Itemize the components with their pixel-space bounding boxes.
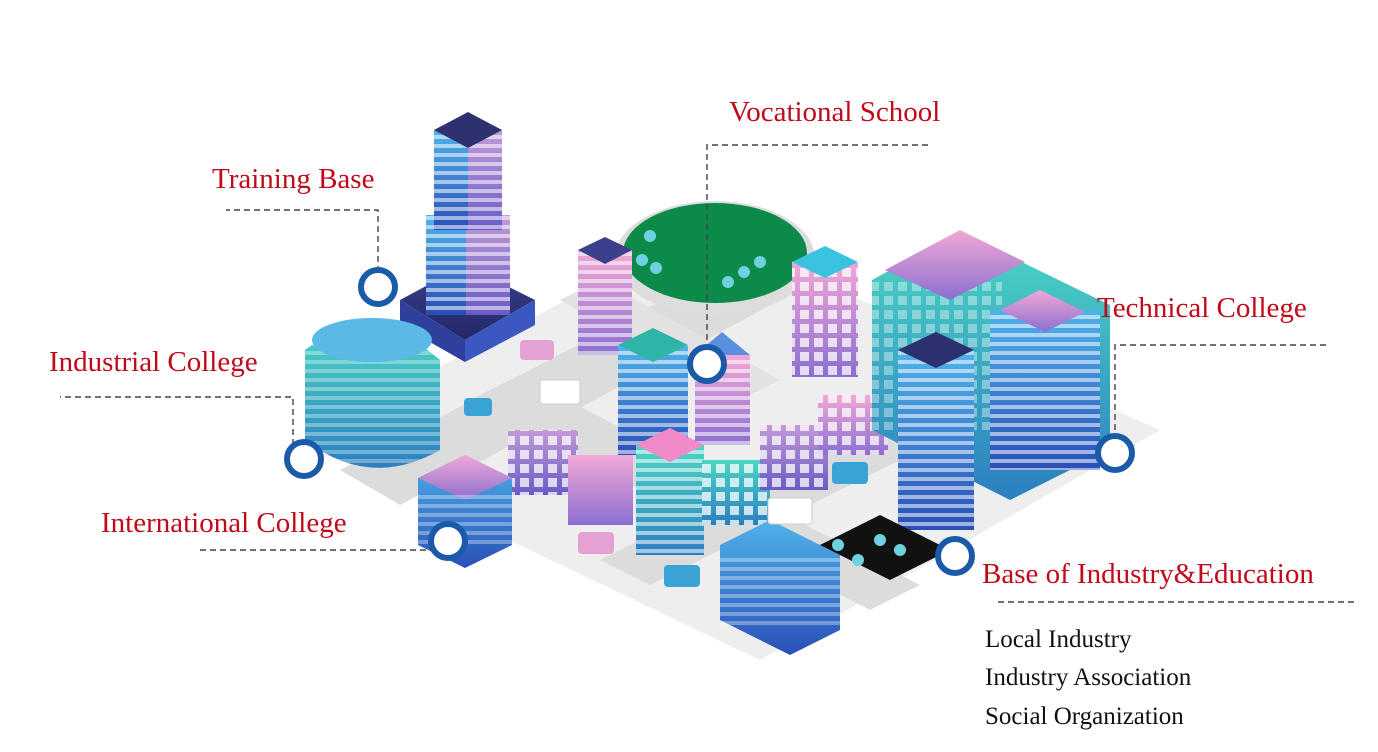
- label-vocational-school: Vocational School: [729, 96, 941, 128]
- vehicles: [464, 340, 868, 587]
- industrial-college-building: [305, 318, 440, 468]
- base-member-item: Social Organization: [985, 703, 1184, 730]
- marker-rings: [284, 267, 1135, 576]
- leader-line-industrial: [60, 396, 294, 445]
- industry-education-base: [720, 515, 950, 655]
- leader-lines: [60, 144, 1355, 603]
- marker-industrial: [284, 439, 324, 479]
- label-training-base: Training Base: [212, 163, 375, 195]
- technical-college-buildings: [872, 230, 1110, 530]
- marker-technical: [1095, 433, 1135, 473]
- label-base-industry-education: Base of Industry&Education: [982, 558, 1314, 590]
- marker-base: [935, 536, 975, 576]
- park: [615, 201, 815, 315]
- base-member-item: Local Industry: [985, 626, 1132, 653]
- marker-vocational: [687, 344, 727, 384]
- label-international-college: International College: [101, 507, 347, 539]
- leader-line-training: [226, 209, 379, 272]
- label-industrial-college: Industrial College: [49, 346, 258, 378]
- label-technical-college: Technical College: [1097, 292, 1307, 324]
- leader-line-vocational: [706, 144, 930, 360]
- marker-training: [358, 267, 398, 307]
- marker-international: [428, 521, 468, 561]
- base-member-item: Industry Association: [985, 664, 1192, 691]
- leader-line-technical: [1114, 344, 1330, 440]
- training-base-tower: [400, 112, 535, 362]
